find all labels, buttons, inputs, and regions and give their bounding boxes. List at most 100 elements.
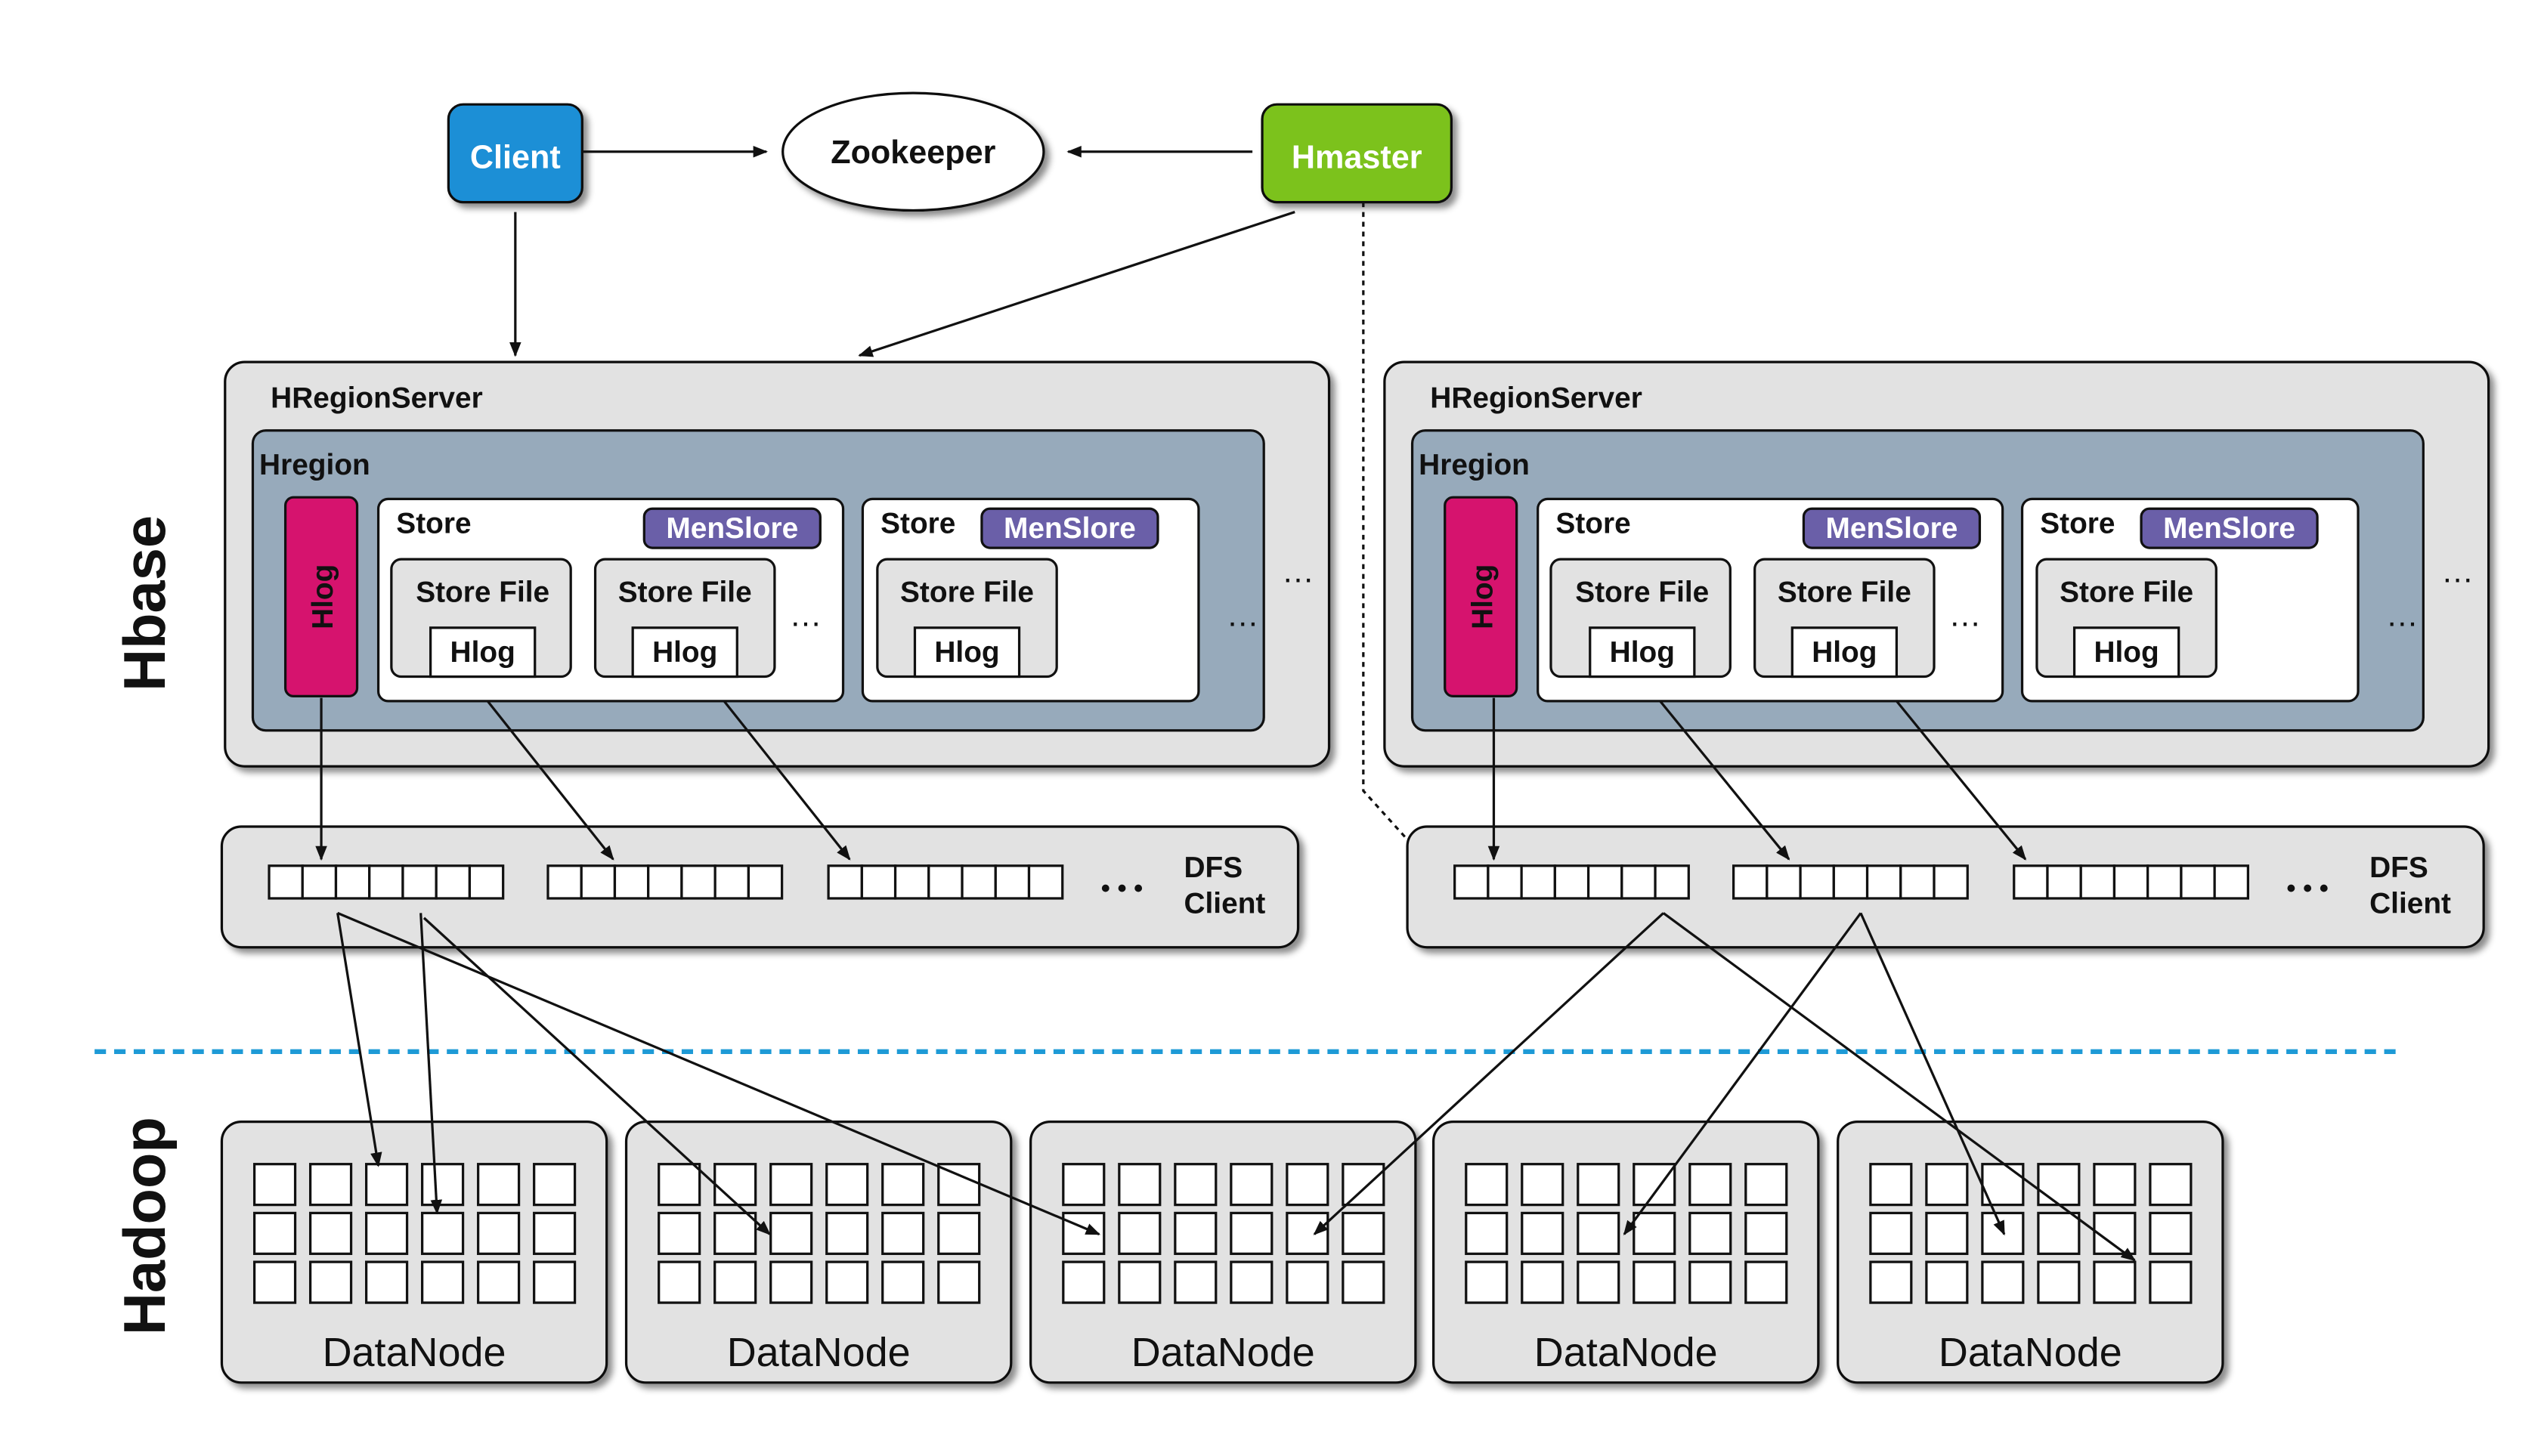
datanode-block [1981,1260,2025,1304]
datanode: DataNode [1431,1120,1820,1384]
dfs-block [1027,864,1064,900]
server-more: … [1282,553,1314,589]
datanode-block [308,1163,353,1207]
store-file-hlog-box [429,626,537,679]
dfs-block [1732,864,1769,900]
dfs-to-datanode-arrow [419,913,443,1215]
memstore-badge [642,507,822,549]
dfs-to-datanode-arrow [1623,912,1862,1236]
datanode-block [713,1260,757,1304]
dfs-client-left: • • • DFS Client [220,825,1300,949]
store: Store MenSlore Store File Hlog Store Fil… [1537,497,2004,703]
dfs-block [468,864,505,900]
datanode-block [252,1211,297,1255]
dfs-block [368,864,404,900]
hregion-label: Hregion [259,449,370,481]
dfs-block [1933,864,1969,900]
datanode-block [1062,1163,1106,1207]
store-file-label: Store File [1575,576,1709,608]
dfs-block [2013,864,2049,900]
dfs-block-row [1732,864,1969,900]
dfs-block [301,864,338,900]
datanode-block-grid [1869,1163,2193,1304]
dfs-block [334,864,371,900]
dfs-block [613,864,650,900]
datanode-block [1633,1163,1676,1207]
datanode-block [1118,1163,1162,1207]
datanode-block [1118,1211,1162,1255]
datanode: DataNode [1837,1120,2224,1384]
datanode-block [1925,1260,1969,1304]
dfs-block [2112,864,2149,900]
dfs-block-row [827,864,1064,900]
store-file: Store File Hlog [593,558,776,679]
datanode-block [1465,1163,1509,1207]
data-flow-arrows [315,697,2136,1262]
dfs-block [713,864,750,900]
datanode-block [421,1163,465,1207]
dfs-block [994,864,1031,900]
datanode-block [769,1211,813,1255]
dfs-to-datanode-arrow [336,913,382,1167]
datanode-label: DataNode [1534,1330,1718,1375]
dfs-to-datanode-arrow [1662,912,2136,1262]
dfs-block [1620,864,1657,900]
datanode-block [252,1163,297,1207]
datanode-block [533,1163,577,1207]
dfs-block [927,864,964,900]
datanode-block [825,1211,869,1255]
datanode: DataNode [220,1120,608,1384]
zookeeper-label: Zookeeper [831,134,995,171]
datanode-block [533,1260,577,1304]
dfs-block [2180,864,2216,900]
datanode-block [1230,1260,1274,1304]
datanode-block [308,1211,353,1255]
store: Store MenSlore Store File Hlog Store Fil… [376,497,845,703]
datanode-block [364,1260,409,1304]
datanode-block [1744,1260,1788,1304]
datanode-block [364,1211,409,1255]
store-label: Store [2040,508,2115,540]
datanode-block [825,1260,869,1304]
datanode-block [1062,1260,1106,1304]
dfs-block [1586,864,1623,900]
datanode-block [658,1260,701,1304]
datanode-block-grid [252,1163,577,1304]
datanode-block [881,1260,925,1304]
datanode-block-grid [658,1163,981,1304]
datanode-block [1633,1260,1676,1304]
datanode-block [1688,1211,1732,1255]
store-file: Store File Hlog [2035,558,2217,679]
hlog-bar-label: Hlog [307,564,339,629]
store-file-label: Store File [900,576,1034,608]
memstore-badge [1802,507,1982,549]
dfs-block [1865,864,1902,900]
datanode-block [2093,1260,2137,1304]
hbase-side-label: Hbase [113,515,178,691]
dfs-label-line1: DFS [1184,852,1243,884]
datanode-block [2037,1260,2081,1304]
store-file-label: Store File [2060,576,2193,608]
datanode-block [1174,1211,1218,1255]
dfs-block [680,864,716,900]
store-file-label: Store File [618,576,752,608]
region-server-left: HRegionServer Hregion … … Hlog Store Men… [224,360,1331,768]
dfs-block [893,864,930,900]
dfs-block [2146,864,2183,900]
dfs-block [1553,864,1590,900]
dfs-block [268,864,304,900]
datanode-label: DataNode [1131,1330,1315,1375]
storefile-to-dfs-arrow [1659,700,1790,861]
datanode-block [1465,1260,1509,1304]
store-file-hlog-label: Hlog [450,636,515,669]
hmaster-label: Hmaster [1292,139,1422,175]
dfs-block [1766,864,1802,900]
datanode-block [477,1260,521,1304]
memstore-label: MenSlore [1004,512,1136,545]
datanode-block [308,1260,353,1304]
datanode: DataNode [624,1120,1013,1384]
dfs-block-row [546,864,784,900]
datanode-block [1230,1211,1274,1255]
datanode-block [2093,1163,2137,1207]
datanode-block [937,1260,981,1304]
